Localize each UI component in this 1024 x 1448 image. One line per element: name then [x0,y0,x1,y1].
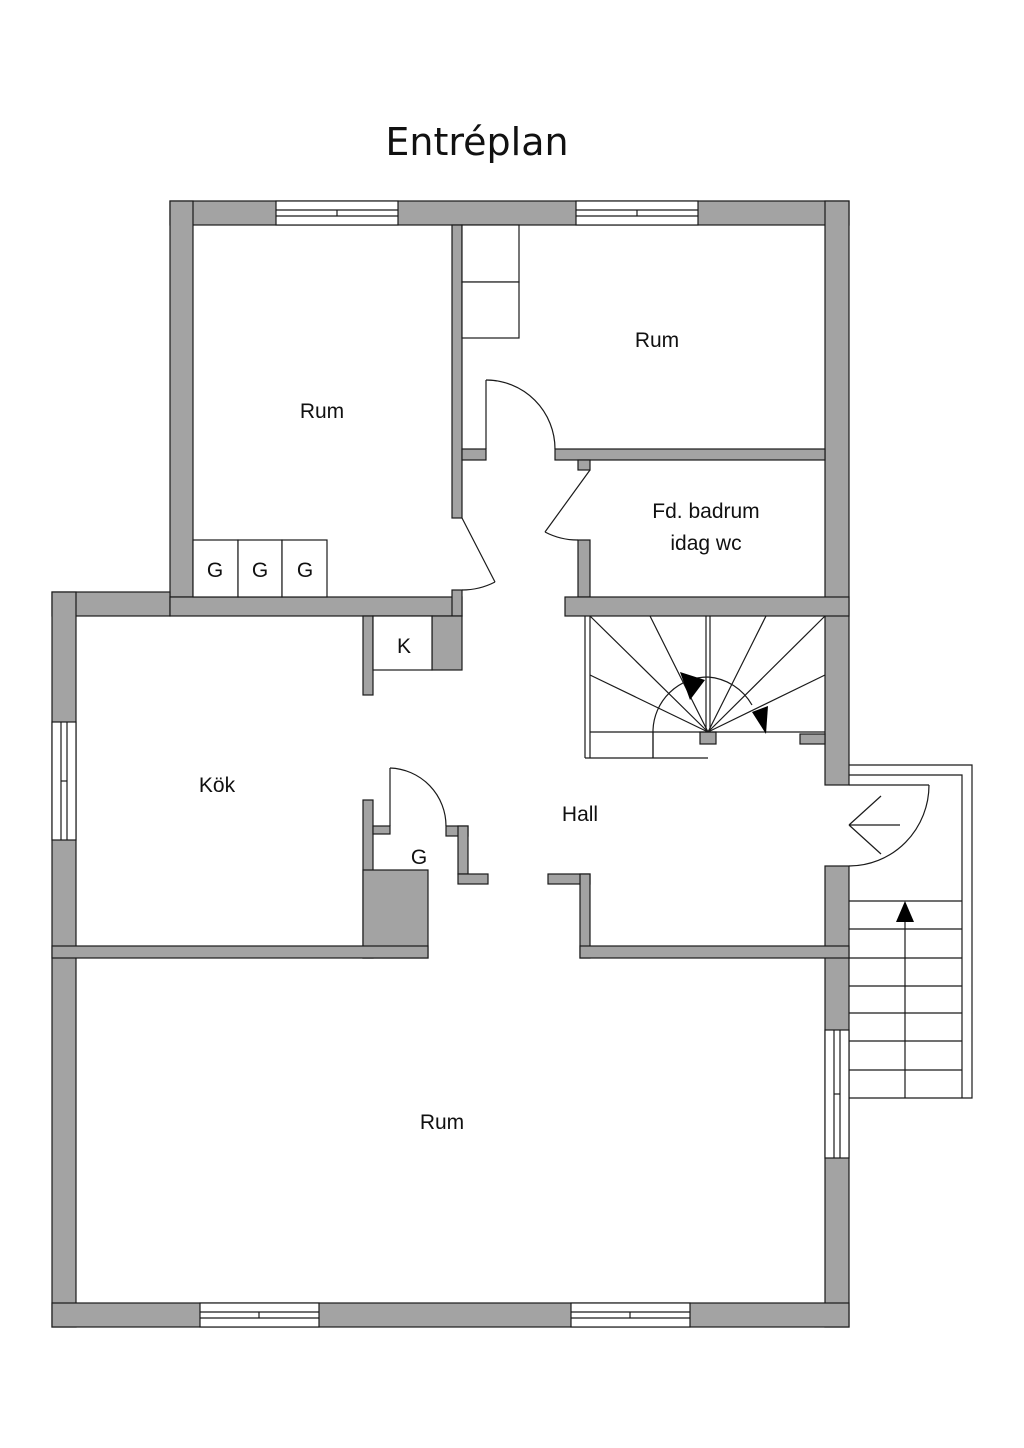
stair-arrow-up-icon [680,672,705,700]
windows [51,200,850,1328]
window-bottom-left [199,1302,320,1328]
label-wardrobe: G [297,559,313,582]
storage [192,224,520,671]
label-wardrobe: G [207,559,223,582]
label-hall: Hall [562,803,598,826]
doors [389,379,930,867]
window-bottom-right [570,1302,691,1328]
window-right [824,1029,850,1159]
label-wardrobe: G [252,559,268,582]
label-room-top-left: Rum [300,400,344,423]
exterior-staircase [849,764,973,1099]
plan-title: Entréplan [385,120,568,164]
label-closet-k: K [397,635,411,658]
room-labels: Rum Rum Fd. badrum idag wc G G G K Kök H… [199,329,760,1134]
label-former-bathroom: Fd. badrum [652,500,759,523]
window-left [51,721,77,841]
window-top-left [275,200,399,226]
door-wc [544,469,591,541]
label-room-top-right: Rum [635,329,679,352]
label-wardrobe-hall: G [411,846,427,869]
door-room-top-left [461,517,496,591]
entrance-arrow-icon [848,795,900,855]
label-former-bathroom-wc: idag wc [670,532,741,555]
window-top-right [575,200,699,226]
label-kitchen: Kök [199,774,236,797]
exterior-stair-arrow-icon [896,901,914,922]
label-room-large: Rum [420,1111,464,1134]
entrance-door [848,784,930,867]
walls [51,200,850,1328]
interior-staircase [584,615,826,759]
stair-arrow-down-icon [752,706,768,734]
door-wardrobe [389,767,447,827]
door-room-top-right [485,379,556,450]
